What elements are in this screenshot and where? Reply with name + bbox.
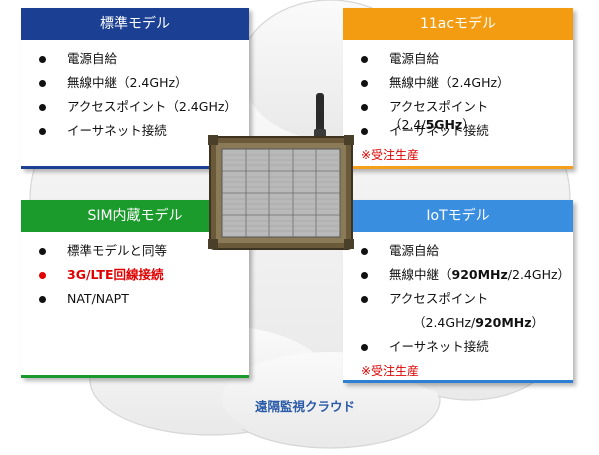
list-item: 無線中継（2.4GHz） (343, 74, 573, 98)
bullet-icon (39, 128, 46, 135)
iot-model-title: IoTモデル (343, 200, 573, 232)
bullet-icon (361, 128, 368, 135)
bullet-icon (361, 56, 368, 63)
iot-model-card: IoTモデル 電源自給 無線中継（920MHz/2.4GHz） アクセスポイント… (343, 200, 573, 383)
list-item: イーサネット接続 (343, 338, 573, 362)
list-item: 標準モデルと同等 (21, 242, 249, 266)
bullet-icon (361, 104, 368, 111)
bullet-icon (361, 296, 368, 303)
list-item: 無線中継（920MHz/2.4GHz） (343, 266, 573, 290)
11ac-model-title: 11acモデル (343, 8, 573, 40)
bullet-icon (361, 344, 368, 351)
bullet-icon (39, 296, 46, 303)
list-item: イーサネット接続 (21, 122, 249, 146)
11ac-model-feature-list: 電源自給 無線中継（2.4GHz） アクセスポイント（2.4/5GHz） イーサ… (343, 40, 573, 146)
bullet-icon (361, 80, 368, 87)
bullet-icon (39, 248, 46, 255)
list-item-continuation: （2.4GHz/920MHz） (413, 315, 545, 330)
list-item: NAT/NAPT (21, 290, 249, 314)
list-item: 電源自給 (343, 50, 573, 74)
list-item: アクセスポイント (343, 290, 573, 314)
list-item: 電源自給 (343, 242, 573, 266)
list-item: アクセスポイント（2.4/5GHz） (343, 98, 573, 132)
made-to-order-note: ※受注生産 (361, 148, 420, 162)
11ac-model-card: 11acモデル 電源自給 無線中継（2.4GHz） アクセスポイント（2.4/5… (343, 8, 573, 169)
solar-router-device-image (208, 93, 354, 250)
bullet-icon (361, 248, 368, 255)
list-item: 無線中継（2.4GHz） (21, 74, 249, 98)
list-item: 電源自給 (21, 50, 249, 74)
iot-model-feature-list: 電源自給 無線中継（920MHz/2.4GHz） アクセスポイント （2.4GH… (343, 232, 573, 362)
standard-model-card: 標準モデル 電源自給 無線中継（2.4GHz） アクセスポイント（2.4GHz）… (21, 8, 249, 169)
standard-model-feature-list: 電源自給 無線中継（2.4GHz） アクセスポイント（2.4GHz） イーサネッ… (21, 40, 249, 146)
standard-model-title: 標準モデル (21, 8, 249, 40)
list-item: アクセスポイント（2.4GHz） (21, 98, 249, 122)
sim-model-feature-list: 標準モデルと同等 3G/LTE回線接続 NAT/NAPT (21, 232, 249, 314)
made-to-order-note: ※受注生産 (361, 364, 420, 378)
bullet-icon (39, 80, 46, 87)
remote-monitoring-cloud-label: 遠隔監視クラウド (254, 399, 355, 414)
bullet-icon (39, 56, 46, 63)
bullet-icon (39, 272, 46, 279)
list-item: 3G/LTE回線接続 (21, 266, 249, 290)
bullet-icon (361, 272, 368, 279)
bullet-icon (39, 104, 46, 111)
list-item: イーサネット接続 (343, 122, 573, 146)
